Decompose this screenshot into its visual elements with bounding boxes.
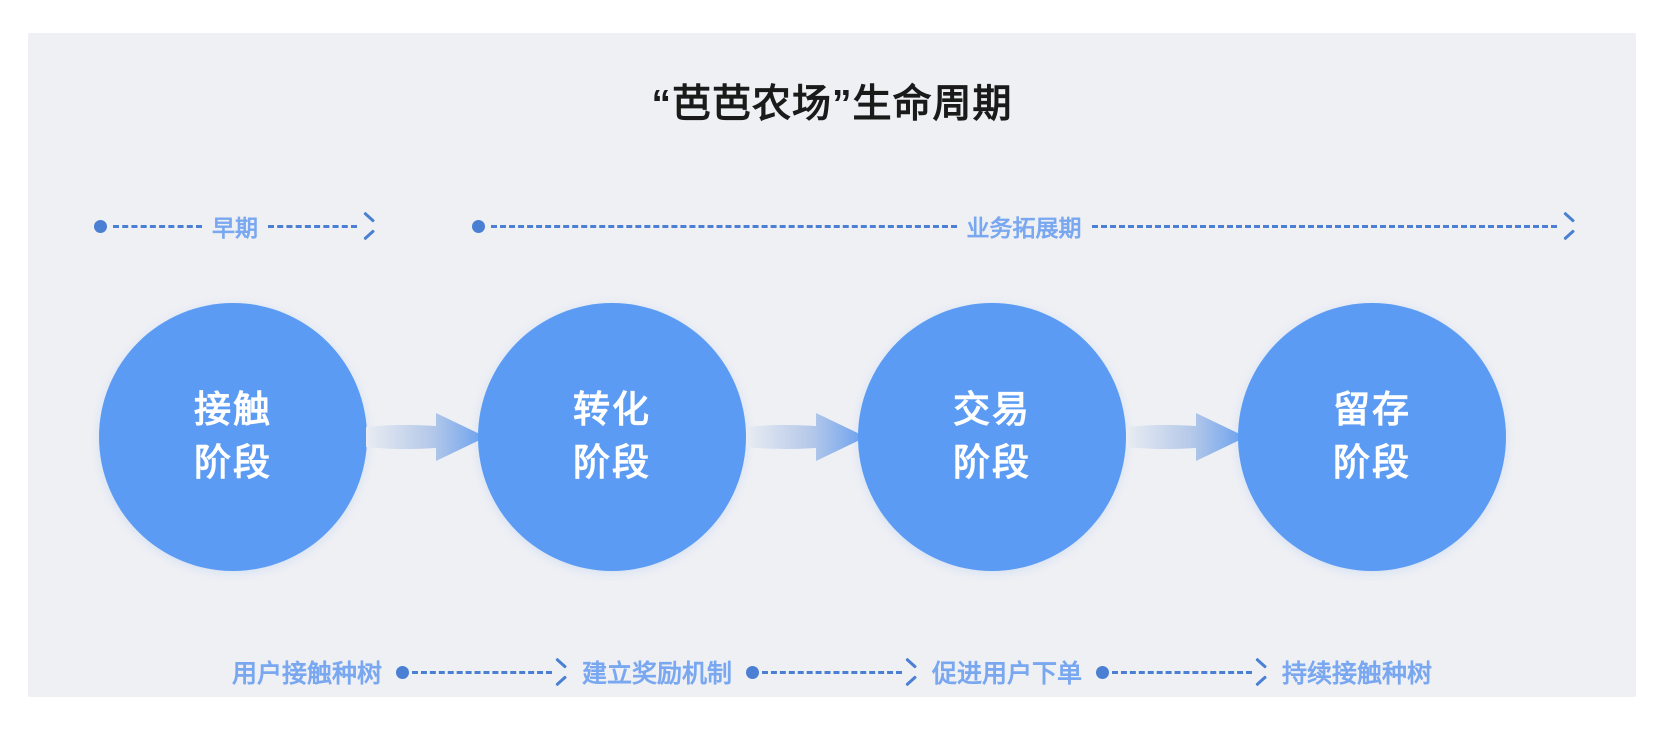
action-dashed-line (762, 670, 902, 674)
phase-arrow-icon (360, 217, 376, 235)
action-dot-icon (395, 665, 409, 679)
action-connector-1 (395, 663, 568, 681)
action-dashed-line (411, 670, 552, 674)
action-label-3: 促进用户下单 (932, 660, 1083, 688)
stage-circle-row: 接触 阶段 转化 阶段 (28, 303, 1636, 603)
diagram-card: “芭芭农场”生命周期 早期 业务拓展期 接触 阶段 (28, 33, 1636, 697)
action-arrow-icon (1252, 663, 1268, 681)
phase-start-dot-icon (472, 219, 485, 233)
stage-label-line2: 阶段 (194, 442, 272, 483)
stage-label-line1: 转化 (573, 389, 651, 431)
flow-arrow-icon-1 (366, 411, 486, 463)
stage-label-line2: 阶段 (1333, 442, 1411, 483)
phase-start-dot-icon (94, 219, 107, 233)
action-arrow-icon (552, 663, 568, 681)
stage-circle-conversion[interactable]: 转化 阶段 (478, 303, 746, 571)
stage-label-line1: 接触 (194, 389, 272, 431)
stage-circle-retention[interactable]: 留存 阶段 (1238, 303, 1506, 571)
phase-business-expansion: 业务拓展期 (472, 196, 1576, 256)
flow-arrow-icon-3 (1126, 411, 1246, 463)
phase-dashed-line-right (1091, 224, 1557, 228)
phase-label-early: 早期 (212, 215, 258, 241)
stage-label-line1: 留存 (1333, 389, 1411, 431)
action-connector-2 (746, 663, 918, 681)
action-dashed-line (1112, 670, 1253, 674)
stage-circle-contact[interactable]: 接触 阶段 (99, 303, 367, 571)
stage-circle-transaction[interactable]: 交易 阶段 (858, 303, 1126, 571)
action-label-2: 建立奖励机制 (581, 660, 732, 688)
action-dot-icon (746, 665, 759, 679)
action-arrow-icon (902, 663, 918, 681)
phase-early: 早期 (94, 196, 376, 256)
action-chain: 用户接触种树 建立奖励机制 促进用户下单 持续接触种树 (28, 647, 1636, 697)
stage-label-line2: 阶段 (573, 442, 651, 483)
stage-label-line1: 交易 (953, 389, 1031, 431)
phase-arrow-icon (1560, 217, 1576, 235)
action-dot-icon (1096, 665, 1110, 679)
action-label-1: 用户接触种树 (231, 660, 382, 688)
phase-label-business-expansion: 业务拓展期 (966, 215, 1082, 241)
page-title: “芭芭农场”生命周期 (651, 83, 1013, 126)
stage-label-line2: 阶段 (953, 442, 1031, 483)
phase-timeline: 早期 业务拓展期 (28, 196, 1636, 256)
action-connector-3 (1096, 663, 1268, 681)
phase-dashed-line-left (113, 224, 202, 228)
flow-arrow-icon-2 (746, 411, 866, 463)
phase-dashed-line-right (268, 224, 357, 228)
action-label-4: 持续接触种树 (1282, 660, 1433, 688)
phase-dashed-line-left (491, 224, 957, 228)
